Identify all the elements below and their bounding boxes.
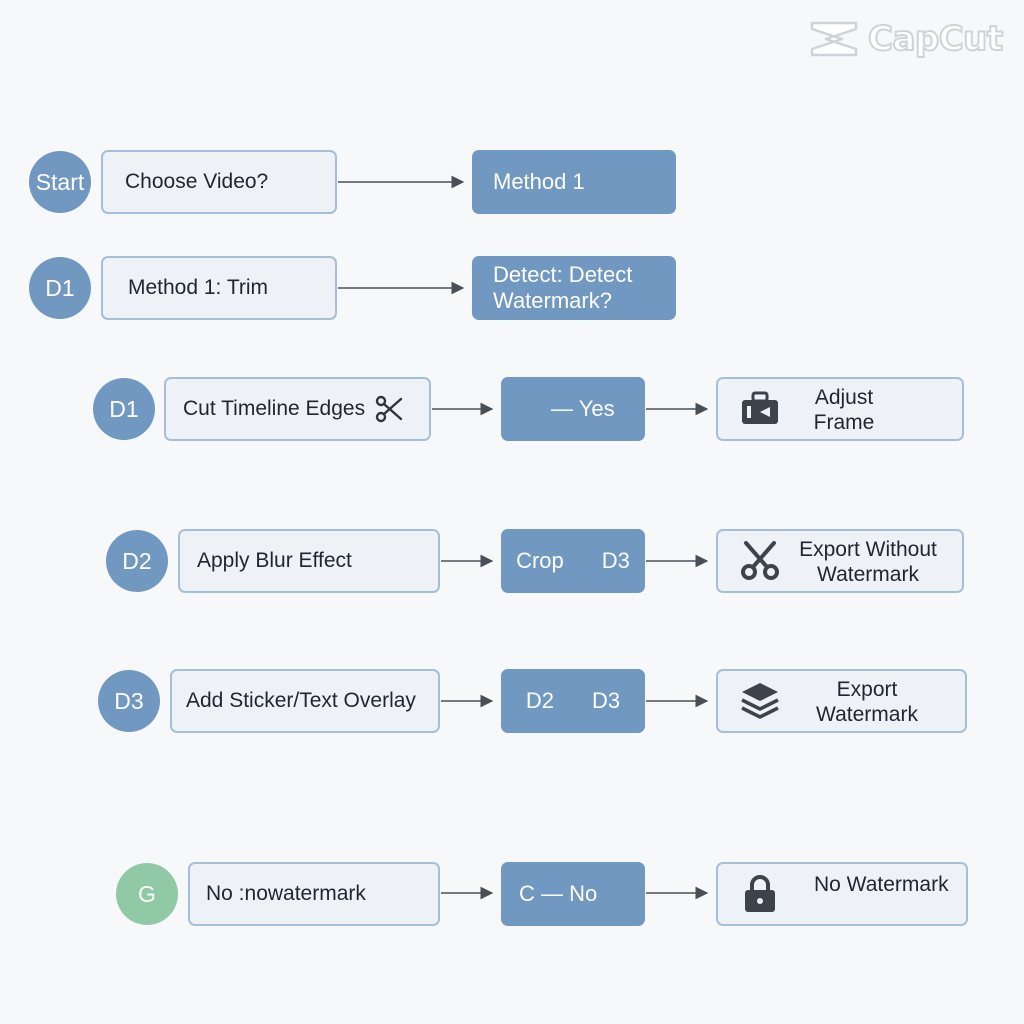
logo-text: CapCut: [867, 18, 1004, 60]
lock-icon: [745, 875, 775, 912]
node-d3: D3: [98, 670, 160, 732]
layers-icon: [741, 683, 779, 719]
step-label: Choose Video?: [125, 170, 269, 193]
node-d1: D1: [29, 257, 91, 319]
decision-label-a: Crop: [516, 548, 564, 573]
decision-no: C — No: [501, 862, 645, 926]
result-label: Export Watermark: [816, 678, 918, 726]
decision-yes: — Yes: [501, 377, 645, 441]
result-label: Export Without Watermark: [799, 538, 937, 586]
step-method-1-trim: Method 1: Trim: [101, 256, 337, 320]
decision-crop-d3: Crop D3: [501, 529, 645, 593]
decision-detect-watermark: Detect: Detect Watermark?: [472, 256, 676, 320]
step-add-sticker-text-overlay: Add Sticker/Text Overlay: [170, 669, 440, 733]
step-label: Detect: Detect Watermark?: [493, 262, 633, 313]
step-label: Apply Blur Effect: [197, 549, 352, 572]
step-method-1: Method 1: [472, 150, 676, 214]
node-d2: D2: [106, 530, 168, 592]
scissors-icon: [375, 395, 403, 423]
decision-d2-d3: D2 D3: [501, 669, 645, 733]
step-label: Method 1: Trim: [128, 276, 269, 299]
step-cut-timeline-edges: Cut Timeline Edges: [164, 377, 431, 441]
node-start: Start: [29, 151, 91, 213]
capcut-logo-icon: [810, 21, 858, 57]
decision-label: — Yes: [551, 396, 615, 421]
camera-bag-icon: [742, 391, 778, 424]
step-choose-video: Choose Video?: [101, 150, 337, 214]
step-label: Cut Timeline Edges: [183, 397, 366, 420]
step-no-watermark: No :nowatermark: [188, 862, 440, 926]
scissors-icon: [741, 541, 779, 580]
step-label: Add Sticker/Text Overlay: [186, 689, 416, 712]
step-label: Method 1: [493, 169, 585, 194]
decision-label-b: D3: [592, 688, 621, 713]
result-export-watermark: Export Watermark: [716, 669, 967, 733]
decision-label-b: D3: [601, 548, 630, 573]
decision-label: C — No: [519, 881, 598, 906]
result-label: No Watermark: [814, 873, 949, 896]
result-export-without-watermark: Export Without Watermark: [716, 529, 964, 593]
result-adjust-frame: Adjust Frame: [716, 377, 964, 441]
capcut-logo: CapCut: [808, 16, 1018, 62]
decision-label-a: D2: [525, 688, 554, 713]
node-g: G: [116, 863, 178, 925]
step-apply-blur-effect: Apply Blur Effect: [178, 529, 440, 593]
step-label: No :nowatermark: [206, 882, 366, 905]
node-d1: D1: [93, 378, 155, 440]
result-label: Adjust Frame: [813, 386, 875, 434]
result-no-watermark: No Watermark: [716, 862, 968, 926]
